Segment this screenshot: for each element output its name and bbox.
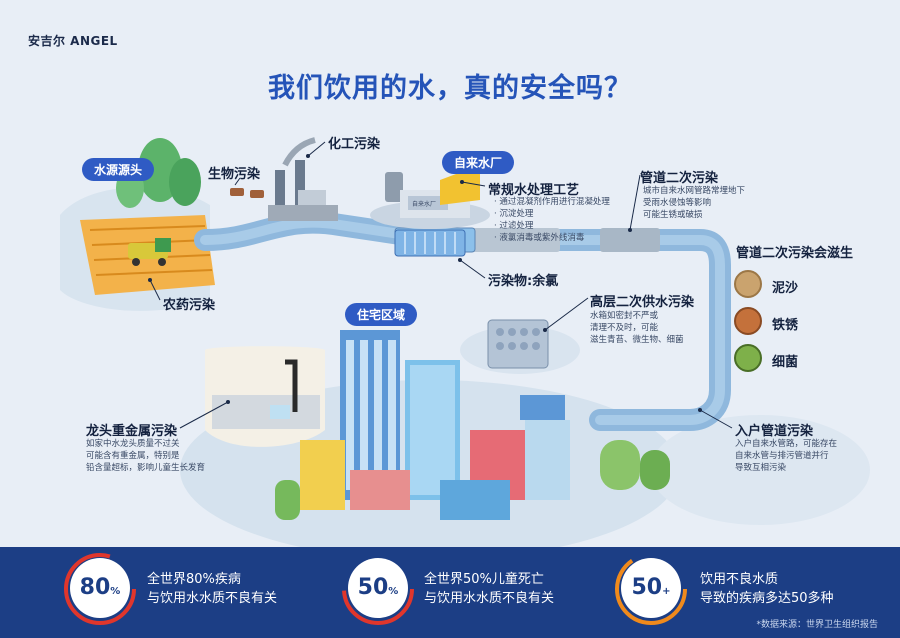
city-buildings: [275, 330, 670, 520]
stat-text-1: 全世界80%疾病 与饮用水水质不良有关: [147, 572, 278, 606]
section-pill-source: 水源源头: [82, 158, 155, 181]
contaminant-icons: [734, 270, 762, 372]
rooftop-water-tank: [460, 319, 580, 374]
label-rust: 铁锈: [772, 318, 799, 333]
farmland: [80, 215, 215, 295]
stat-circle-1: 80%: [70, 558, 130, 618]
note-plant-process: · 通过混凝剂作用进行混凝处理 · 沉淀处理 · 过滤处理 · 液氯消毒或紫外线…: [494, 197, 610, 243]
label-pipe-breeds: 管道二次污染会滋生: [736, 246, 854, 261]
data-source-note: *数据来源：世界卫生组织报告: [756, 620, 878, 630]
livestock: [230, 188, 264, 198]
note-high-rise: 水箱如密封不严或 清理不及时，可能 滋生青苔、微生物、细菌: [590, 311, 684, 345]
note-pipe-secondary: 城市自来水网管路常埋地下 受雨水侵蚀等影响 可能生锈或破损: [643, 186, 746, 220]
label-chemical: 化工污染: [328, 137, 381, 152]
stat-text-2: 全世界50%儿童死亡 与饮用水水质不良有关: [424, 572, 555, 606]
chemical-factory: [268, 137, 338, 221]
label-bacteria: 细菌: [772, 355, 799, 370]
water-plant-building: [370, 165, 490, 229]
section-pill-plant: 自来水厂: [442, 151, 515, 174]
plant-building-sign: 自来水厂: [412, 201, 437, 208]
label-plant-process: 常规水处理工艺: [488, 183, 580, 198]
note-entry-pipe: 入户自来水管路，可能存在 自来水管与排污管道并行 导致互相污染: [735, 439, 838, 473]
stat-text-3: 饮用不良水质 导致的疾病多达50多种: [700, 572, 834, 606]
note-faucet: 如家中水龙头质量不过关 可能含有重金属，特别是 铅含量超标，影响儿童生长发育: [86, 439, 206, 473]
stat-circle-3: 50+: [621, 558, 681, 618]
filtration-tank: [394, 229, 466, 257]
label-entry-pipe: 入户管道污染: [735, 424, 814, 439]
label-high-rise: 高层二次供水污染: [590, 295, 695, 310]
statistics-band: [0, 547, 900, 638]
label-sand: 泥沙: [772, 281, 799, 296]
stat-circle-2: 50%: [348, 558, 408, 618]
label-pipe-secondary: 管道二次污染: [640, 171, 719, 186]
kitchen-scene: [205, 346, 325, 447]
section-pill-residential: 住宅区域: [345, 303, 418, 326]
page-title: 我们饮用的水，真的安全吗？: [268, 73, 632, 104]
label-biological: 生物污染: [208, 167, 261, 182]
brand-logo: 安吉尔 ANGEL: [28, 34, 118, 48]
label-faucet: 龙头重金属污染: [86, 424, 178, 439]
label-residual-chlorine: 污染物:余氯: [488, 274, 559, 289]
label-pesticide: 农药污染: [163, 298, 216, 313]
